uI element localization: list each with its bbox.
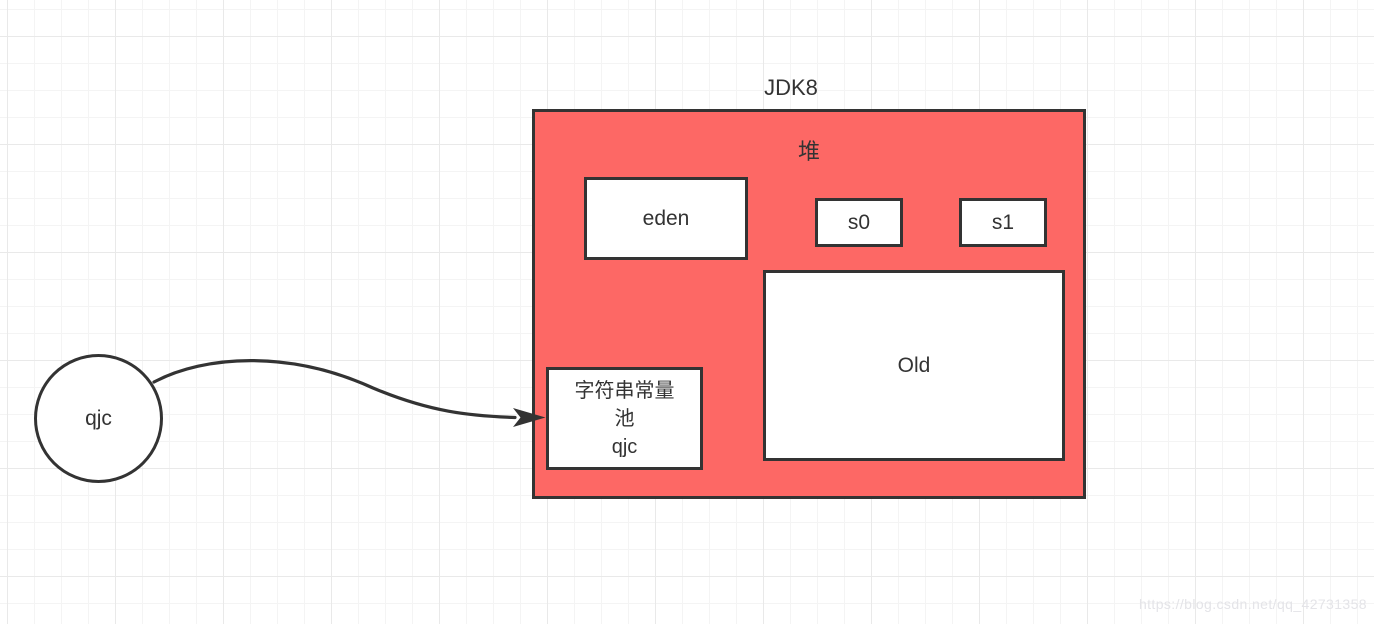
eden-box: eden	[584, 177, 748, 260]
eden-label: eden	[642, 206, 690, 230]
arrow-connector	[152, 359, 546, 427]
arrow-head-icon	[513, 408, 546, 427]
s1-box: s1	[959, 198, 1047, 247]
arrow-curve	[152, 359, 517, 420]
s0-label: s0	[847, 210, 871, 234]
string-pool-box: 字符串常量 池 qjc	[546, 367, 703, 470]
heap-container: 堆 eden s0 s1 Old 字符串常量 池 qjc	[532, 109, 1086, 499]
s1-label: s1	[991, 210, 1015, 234]
old-gen-label: Old	[897, 353, 931, 377]
diagram-title: JDK8	[764, 75, 818, 100]
string-pool-line-1: 字符串常量	[574, 379, 675, 402]
qjc-circle: qjc	[34, 354, 163, 483]
s0-box: s0	[815, 198, 903, 247]
old-gen-box: Old	[763, 270, 1065, 461]
string-pool-line-3: qjc	[611, 435, 638, 458]
watermark-text: https://blog.csdn.net/qq_42731358	[1138, 596, 1367, 612]
heap-label: 堆	[797, 139, 820, 164]
qjc-circle-label: qjc	[85, 406, 112, 430]
string-pool-line-2: 池	[614, 407, 635, 430]
